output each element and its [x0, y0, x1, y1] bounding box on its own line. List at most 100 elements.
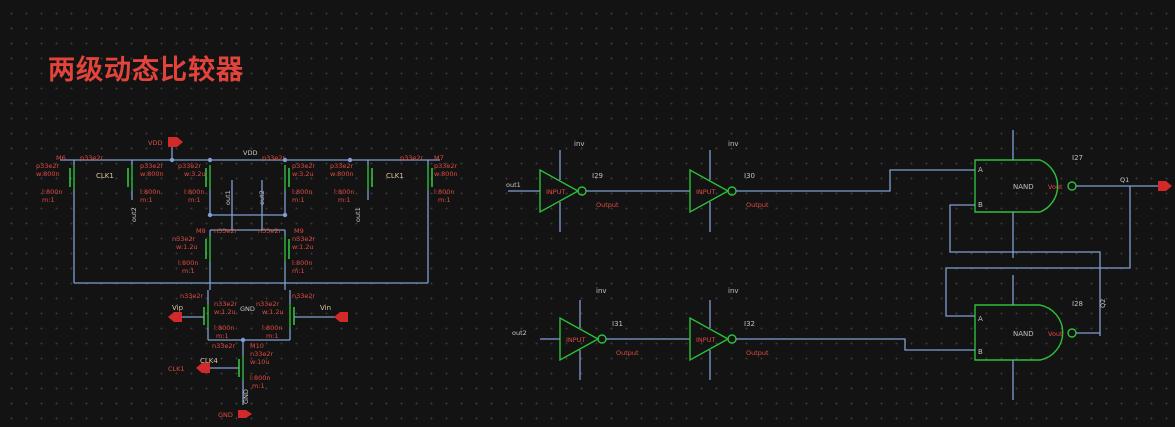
device-width-label: w:1.2u [262, 308, 284, 316]
device-length-label: l:800n [292, 188, 313, 196]
device-length-label: l:800n [262, 324, 283, 332]
nand-output-label: Vout [1048, 183, 1063, 191]
vip-label: Vip [172, 304, 184, 312]
device-length-label: l:800n [292, 259, 313, 267]
inverter-output-label: Output [746, 201, 769, 209]
vin-label: Vin [320, 304, 331, 312]
device-width-label: w:3.2u [292, 170, 314, 178]
device-model-label: p33e2r [400, 154, 424, 162]
inverter-input-label: INPUT [566, 336, 585, 344]
pmos-transistor[interactable] [284, 165, 290, 215]
gnd-net-label: GND [242, 389, 250, 404]
vip-pin[interactable] [168, 312, 182, 322]
cross-feedback-wire [949, 204, 1101, 336]
device-model-label: p33e2r [178, 162, 202, 170]
nand-input-a-label: A [978, 166, 983, 174]
vin-pin[interactable] [334, 312, 348, 322]
q1-pin[interactable] [1158, 181, 1172, 191]
junction-dot [207, 157, 213, 163]
net-q2-label: Q2 [1099, 299, 1107, 308]
device-id-label: M7 [434, 154, 444, 162]
nand-gate-i28[interactable]: NAND A B Vout I28 [974, 275, 1083, 400]
comparator-schematic[interactable]: VDD VDD [36, 137, 458, 419]
instance-label: I31 [612, 320, 623, 328]
sr-latch-schematic[interactable]: INPUT Output inv I29 out1 INPUT Output i… [506, 130, 1172, 400]
nmos-transistor[interactable] [205, 230, 211, 290]
device-mult-label: m:1 [438, 196, 451, 204]
device-model-label: n33e2r [256, 300, 280, 308]
vdd-net-label: VDD [243, 149, 257, 157]
net-out1-label: out1 [224, 190, 232, 205]
net-out1-label: out1 [354, 207, 362, 222]
gnd-pin-label: GND [218, 411, 233, 419]
pmos-transistor[interactable] [205, 165, 211, 215]
device-model-label: p33e2r [36, 162, 60, 170]
device-model-label: n33e2r [180, 292, 204, 300]
junction-dot [282, 157, 288, 163]
inverter-i32[interactable]: INPUT Output inv I32 [689, 287, 769, 380]
inverter-i31[interactable]: INPUT Output inv I31 [559, 287, 639, 380]
pmos-transistor[interactable] [69, 160, 75, 200]
device-mult-label: m:1 [266, 332, 279, 340]
device-width-label: w:1.2u [176, 243, 198, 251]
q1-feedback-wire [945, 186, 1131, 317]
device-length-label: l:800n [184, 188, 205, 196]
instance-label: I32 [744, 320, 755, 328]
nmos-transistor[interactable] [289, 290, 295, 340]
clock-net-label: CLK1 [386, 172, 404, 180]
gnd-net-label: GND [240, 305, 255, 313]
device-width-label: w:800n [36, 170, 60, 178]
device-model-label: n33e2r [292, 235, 316, 243]
device-mult-label: m:1 [188, 196, 201, 204]
cell-name-label: inv [596, 287, 607, 295]
device-length-label: l:800n [334, 188, 355, 196]
inverter-i29[interactable]: INPUT Output inv I29 [539, 140, 619, 232]
instance-label: I27 [1072, 154, 1083, 162]
pmos-transistor[interactable] [427, 160, 433, 200]
inverter-i30[interactable]: INPUT Output inv I30 [689, 140, 769, 232]
device-model-label: n33e2r [258, 227, 282, 235]
i32-to-nand-wire [736, 338, 975, 351]
device-width-label: w:10u [250, 358, 270, 366]
clk-pin[interactable] [196, 363, 210, 373]
device-model-label: n33e2r [172, 235, 196, 243]
net-out2-label: out2 [130, 207, 138, 222]
clk4-label: CLK4 [200, 357, 218, 365]
junction-dot [347, 157, 353, 163]
device-length-label: l:800n [140, 188, 161, 196]
nmos-transistor[interactable] [284, 230, 290, 290]
device-mult-label: m:1 [42, 196, 55, 204]
vdd-pin[interactable] [168, 137, 183, 147]
nand-gate-i27[interactable]: NAND A B Vout I27 [974, 130, 1083, 258]
device-width-label: w:800n [330, 170, 354, 178]
device-model-label: n33e2r [250, 350, 274, 358]
device-width-label: w:1.2u [292, 243, 314, 251]
inverter-output-label: Output [746, 349, 769, 357]
device-mult-label: m:1 [292, 196, 305, 204]
cell-name-label: inv [728, 140, 739, 148]
device-model-label: p33e2r [140, 162, 164, 170]
cell-name-label: inv [728, 287, 739, 295]
clk-pin-label: CLK1 [168, 365, 185, 373]
device-id-label: M10 [250, 342, 264, 350]
device-model-label: n33e2r [214, 300, 238, 308]
inverter-input-label: INPUT [546, 188, 565, 196]
instance-label: I29 [592, 172, 603, 180]
device-width-label: w:800n [140, 170, 164, 178]
device-length-label: l:800n [250, 374, 271, 382]
net-out2-label: out2 [512, 329, 527, 337]
junction-dot [169, 157, 175, 163]
junction-dot [207, 212, 213, 218]
pmos-transistor[interactable] [367, 160, 373, 200]
device-model-label: n33e2r [212, 342, 236, 350]
device-mult-label: m:1 [140, 196, 153, 204]
nmos-transistor[interactable] [203, 290, 209, 340]
page-title: 两级动态比较器 [48, 55, 244, 86]
device-mult-label: m:1 [216, 332, 229, 340]
gnd-pin[interactable] [238, 410, 252, 418]
cell-name-label: inv [574, 140, 585, 148]
device-id-label: M9 [294, 227, 304, 235]
pmos-transistor[interactable] [127, 160, 133, 200]
